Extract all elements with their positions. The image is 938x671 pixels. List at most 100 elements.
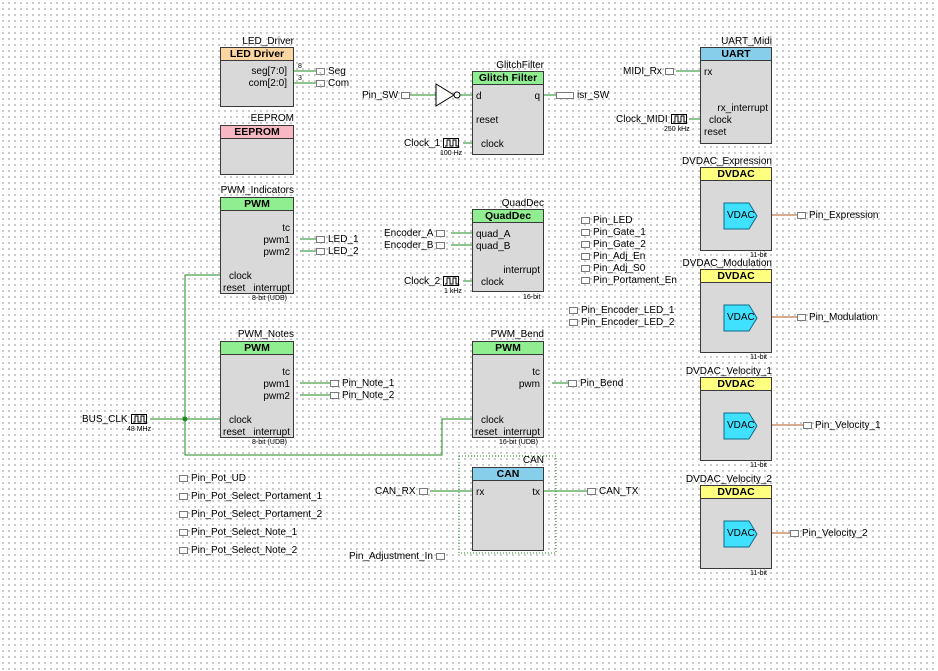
pin-encoder-b[interactable]: Encoder_B xyxy=(384,240,446,251)
component-body[interactable]: DVDAC VDAC xyxy=(700,167,772,251)
port-reset: reset xyxy=(475,427,498,438)
pin-pot-select-portament-2[interactable]: Pin_Pot_Select_Portament_2 xyxy=(179,509,322,520)
pin-encoder-a[interactable]: Encoder_A xyxy=(384,228,446,239)
pin-portament-en[interactable]: Pin_Portament_En xyxy=(581,275,677,286)
pin-midi-rx[interactable]: MIDI_Rx xyxy=(623,66,674,77)
interrupt-icon xyxy=(556,92,574,99)
port-pwm2: pwm2 xyxy=(263,247,290,258)
port-quad-a: quad_A xyxy=(476,229,511,240)
pin-pot-select-note-1[interactable]: Pin_Pot_Select_Note_1 xyxy=(179,527,297,538)
pin-note-1[interactable]: Pin_Note_1 xyxy=(330,378,394,389)
pin-pot-select-note-2[interactable]: Pin_Pot_Select_Note_2 xyxy=(179,545,297,556)
pin-note-2[interactable]: Pin_Note_2 xyxy=(330,390,394,401)
port-clock: clock xyxy=(481,415,504,426)
component-title: PWM_Notes xyxy=(237,329,294,340)
port-d: d xyxy=(476,91,482,102)
clock-label: Clock_2 xyxy=(404,276,441,287)
pin-led-2[interactable]: LED_2 xyxy=(316,246,359,257)
port-rx: rx xyxy=(476,487,485,498)
component-body[interactable]: PWM tc pwm1 pwm2 clock reset interrupt xyxy=(220,341,294,438)
clock-label: Clock_MIDI xyxy=(616,114,668,125)
pin-adj-s0[interactable]: Pin_Adj_S0 xyxy=(581,263,645,274)
isr-sw[interactable]: isr_SW xyxy=(556,90,609,101)
port-seg: seg[7:0] xyxy=(251,66,287,77)
component-title: DVDAC_Velocity_2 xyxy=(685,474,772,485)
pin-gate-2[interactable]: Pin_Gate_2 xyxy=(581,239,646,250)
port-pwm2: pwm2 xyxy=(263,391,290,402)
component-title: UART_Midi xyxy=(721,36,772,47)
pin-can-rx[interactable]: CAN_RX xyxy=(375,486,428,497)
pin-adjustment-in[interactable]: Pin_Adjustment_In xyxy=(349,551,445,562)
pin-icon xyxy=(418,488,428,495)
pin-encoder-led-1[interactable]: Pin_Encoder_LED_1 xyxy=(569,305,674,316)
pin-icon xyxy=(316,236,325,243)
clock-wave-icon xyxy=(131,414,147,424)
component-header: PWM xyxy=(473,342,543,355)
pin-icon xyxy=(436,230,446,237)
clock-frequency: 100 Hz xyxy=(440,150,463,157)
port-q: q xyxy=(534,91,540,102)
component-header: LED Driver xyxy=(221,48,293,61)
port-interrupt: interrupt xyxy=(503,265,540,276)
port-clock: clock xyxy=(709,115,732,126)
pin-icon xyxy=(581,253,590,260)
pin-bend[interactable]: Pin_Bend xyxy=(568,378,623,389)
component-header: QuadDec xyxy=(473,210,543,223)
component-body[interactable]: CAN rx tx xyxy=(472,467,544,551)
port-com: com[2:0] xyxy=(248,78,287,89)
component-title: EEPROM xyxy=(250,113,294,124)
port-clock: clock xyxy=(481,139,504,150)
pin-expression[interactable]: Pin_Expression xyxy=(797,210,878,221)
port-pwm1: pwm1 xyxy=(263,235,290,246)
component-body[interactable]: DVDAC VDAC xyxy=(700,485,772,569)
component-title: GlitchFilter xyxy=(496,60,544,71)
component-header: DVDAC xyxy=(701,168,771,181)
port-clock: clock xyxy=(229,415,252,426)
port-tc: tc xyxy=(282,223,290,234)
component-body[interactable]: PWM tc pwm clock reset interrupt xyxy=(472,341,544,438)
pin-pot-select-portament-1[interactable]: Pin_Pot_Select_Portament_1 xyxy=(179,491,322,502)
pin-icon xyxy=(797,212,806,219)
pin-adj-en[interactable]: Pin_Adj_En xyxy=(581,251,645,262)
component-body[interactable]: Glitch Filter d q reset clock xyxy=(472,71,544,155)
pin-icon xyxy=(581,277,590,284)
no-connect-icon: x xyxy=(316,80,325,87)
pin-velocity-1[interactable]: Pin_Velocity_1 xyxy=(803,420,881,431)
vdac-block: VDAC xyxy=(723,304,758,332)
component-body[interactable]: PWM tc pwm1 pwm2 clock reset interrupt xyxy=(220,197,294,294)
pin-can-tx[interactable]: CAN_TX xyxy=(587,486,638,497)
pin-gate-1[interactable]: Pin_Gate_1 xyxy=(581,227,646,238)
pin-modulation[interactable]: Pin_Modulation xyxy=(797,312,878,323)
pin-velocity-2[interactable]: Pin_Velocity_2 xyxy=(790,528,868,539)
port-tc: tc xyxy=(282,367,290,378)
pin-encoder-led-2[interactable]: Pin_Encoder_LED_2 xyxy=(569,317,674,328)
pin-icon xyxy=(581,229,590,236)
port-interrupt: interrupt xyxy=(253,427,290,438)
component-header: DVDAC xyxy=(701,270,771,283)
component-header: UART xyxy=(701,48,771,61)
pin-led[interactable]: Pin_LED xyxy=(581,215,632,226)
component-body[interactable]: DVDAC VDAC xyxy=(700,377,772,461)
component-body[interactable]: QuadDec quad_A quad_B interrupt clock xyxy=(472,209,544,292)
pin-icon xyxy=(179,475,188,482)
component-body[interactable]: DVDAC VDAC xyxy=(700,269,772,353)
pin-sw[interactable]: Pin_SW xyxy=(362,90,411,101)
component-body[interactable]: EEPROM xyxy=(220,125,294,175)
pin-icon xyxy=(581,265,590,272)
component-body[interactable]: UART rx rx_interrupt clock reset xyxy=(700,47,772,144)
pin-led-1[interactable]: LED_1 xyxy=(316,234,359,245)
pin-icon xyxy=(401,92,411,99)
clock-wave-icon xyxy=(443,276,459,286)
component-header: PWM xyxy=(221,342,293,355)
component-header: CAN xyxy=(473,468,543,481)
pin-icon xyxy=(330,392,339,399)
port-reset: reset xyxy=(476,115,499,126)
component-body[interactable]: LED Driver seg[7:0] com[2:0] xyxy=(220,47,294,107)
component-title: QuadDec xyxy=(501,198,544,209)
pin-pot-ud[interactable]: Pin_Pot_UD xyxy=(179,473,246,484)
component-title: PWM_Indicators xyxy=(220,185,294,196)
component-header: DVDAC xyxy=(701,486,771,499)
